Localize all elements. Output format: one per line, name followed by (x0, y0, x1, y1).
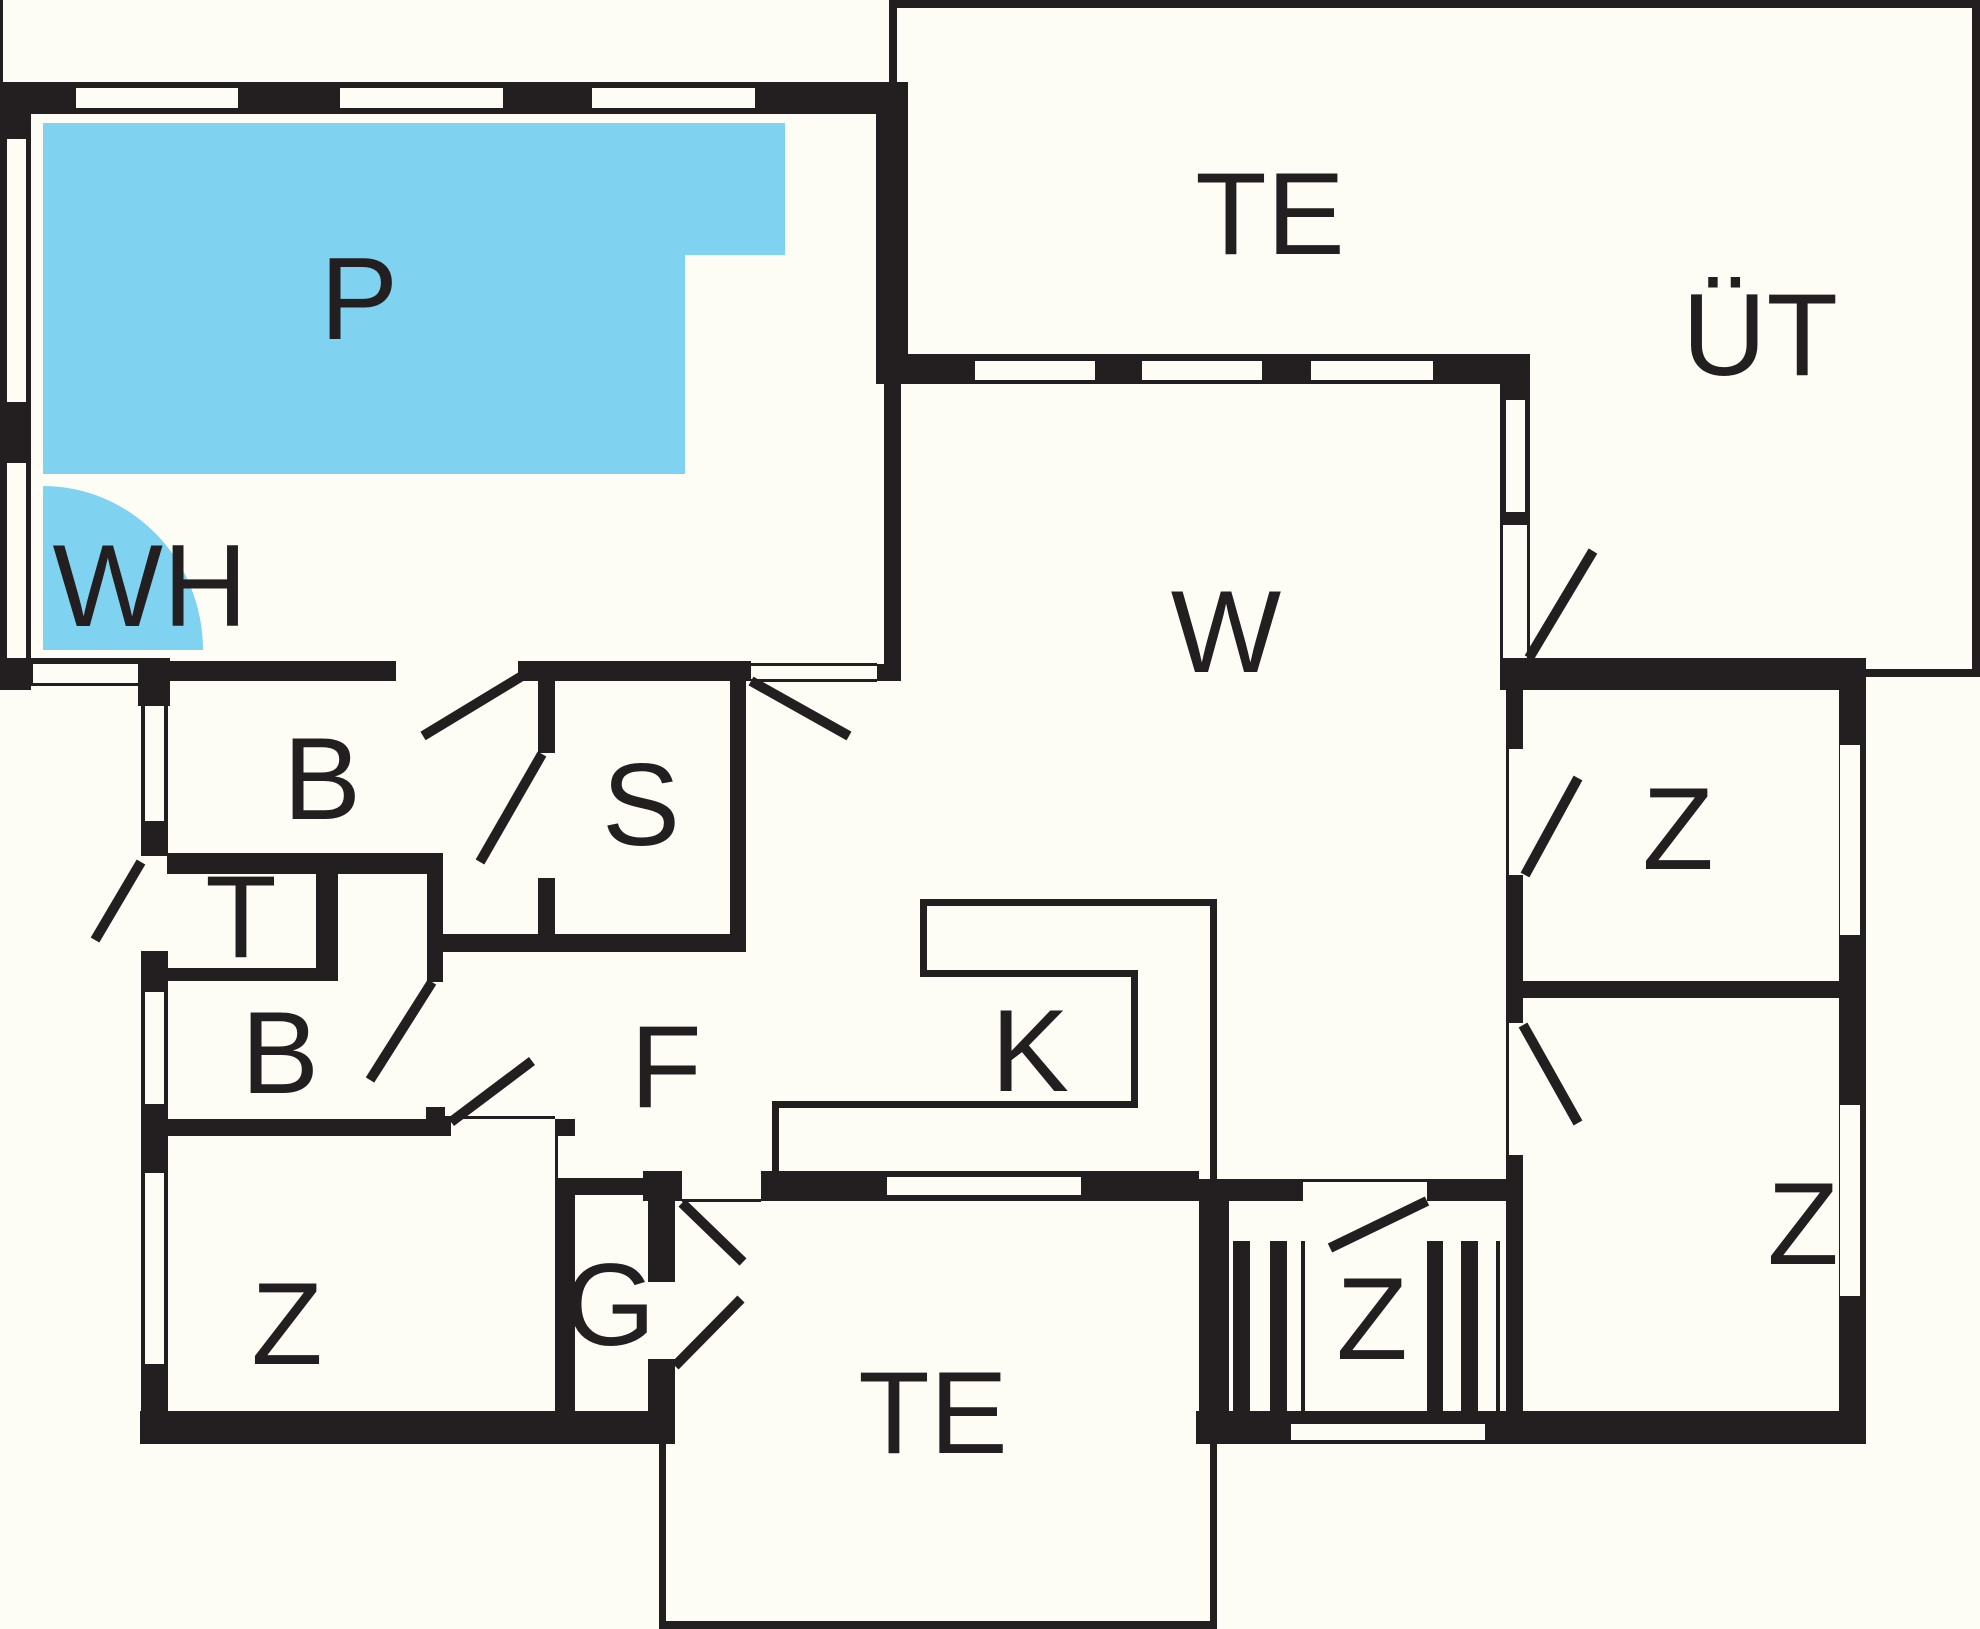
svg-text:Z: Z (1642, 763, 1713, 894)
svg-text:S: S (602, 739, 680, 870)
svg-text:B: B (283, 713, 361, 844)
svg-text:F: F (630, 1001, 701, 1132)
svg-text:Z: Z (1767, 1158, 1838, 1289)
svg-text:B: B (241, 987, 319, 1118)
svg-text:G: G (564, 1239, 655, 1370)
svg-text:W: W (1171, 566, 1282, 697)
svg-text:TE: TE (858, 1347, 1008, 1478)
svg-text:ÜT: ÜT (1682, 269, 1838, 400)
svg-text:WH: WH (53, 520, 248, 651)
svg-text:Z: Z (1336, 1253, 1407, 1384)
svg-text:TE: TE (1195, 148, 1345, 279)
svg-text:K: K (991, 985, 1069, 1116)
svg-text:T: T (205, 851, 276, 982)
svg-text:Z: Z (251, 1258, 322, 1389)
svg-text:P: P (320, 233, 398, 364)
